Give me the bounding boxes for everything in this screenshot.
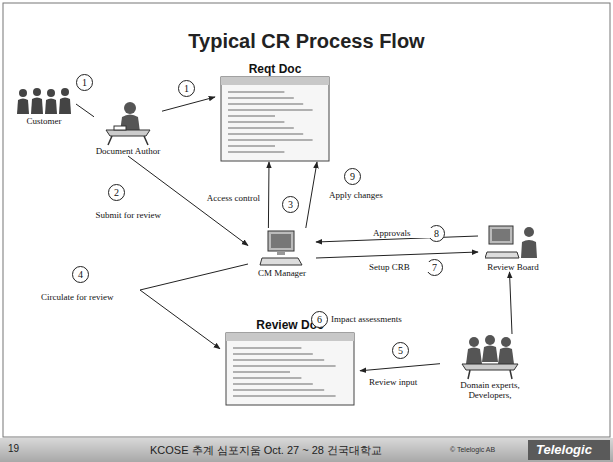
node-label: Domain experts, Developers, — [440, 380, 540, 400]
callout-number: 2 — [108, 184, 125, 201]
experts-icon — [460, 334, 520, 380]
callout-number: 6 — [311, 311, 328, 328]
callout-number: 5 — [392, 342, 409, 359]
flow-arrow — [76, 104, 94, 117]
flow-arrow — [360, 364, 440, 371]
author-icon — [100, 100, 156, 146]
edge-label: Approvals — [372, 228, 434, 238]
customer-icon — [15, 86, 73, 116]
computer-icon — [258, 228, 306, 268]
actor-node: Document Author — [94, 100, 162, 156]
document-node: Review Doc — [220, 318, 360, 406]
callout-number: 9 — [344, 168, 361, 185]
flow-arrow — [306, 162, 317, 228]
document-title: Reqt Doc — [215, 62, 335, 76]
review-doc-page — [225, 332, 355, 406]
actor-node: Customer — [12, 86, 76, 126]
flow-arrow — [162, 97, 215, 111]
actor-node: Review Board — [478, 222, 548, 272]
flow-arrow — [316, 252, 478, 258]
edge-label: Impact assessments — [330, 314, 432, 324]
reqt-doc-page — [220, 76, 330, 162]
callout-number: 1 — [76, 74, 93, 91]
edge-label: Apply changes — [328, 190, 400, 200]
footer-text: 19 — [8, 443, 19, 454]
slide-title: Typical CR Process Flow — [0, 30, 613, 53]
callout-number: 4 — [72, 266, 89, 283]
callout-number: 3 — [282, 196, 299, 213]
actor-node: Domain experts, Developers, — [440, 334, 540, 400]
footer-text: KCOSE 추계 심포지움 Oct. 27 ~ 28 건국대학교 — [150, 443, 382, 458]
footer-text: © Telelogic AB — [450, 446, 495, 453]
edge-label: Circulate for review — [40, 292, 137, 302]
logo-box — [528, 440, 610, 460]
node-label: Customer — [12, 116, 76, 126]
footer-text: Telelogic — [536, 442, 592, 457]
flow-arrow — [268, 162, 270, 228]
node-label: Document Author — [94, 146, 162, 156]
node-label: Review Board — [478, 262, 548, 272]
footer-band — [0, 438, 613, 462]
document-node: Reqt Doc — [215, 62, 335, 162]
node-label: CM Manager — [248, 268, 316, 278]
edge-label: Review input — [368, 377, 440, 387]
review-board-icon — [485, 222, 541, 262]
callout-number: 1 — [178, 80, 195, 97]
edge-label: Access control — [205, 193, 261, 203]
actor-node: CM Manager — [248, 228, 316, 278]
flow-arrow — [510, 272, 513, 334]
slide-border — [3, 3, 610, 437]
edge-label: Setup CRB — [368, 262, 430, 272]
edge-label: Submit for review — [70, 210, 162, 220]
